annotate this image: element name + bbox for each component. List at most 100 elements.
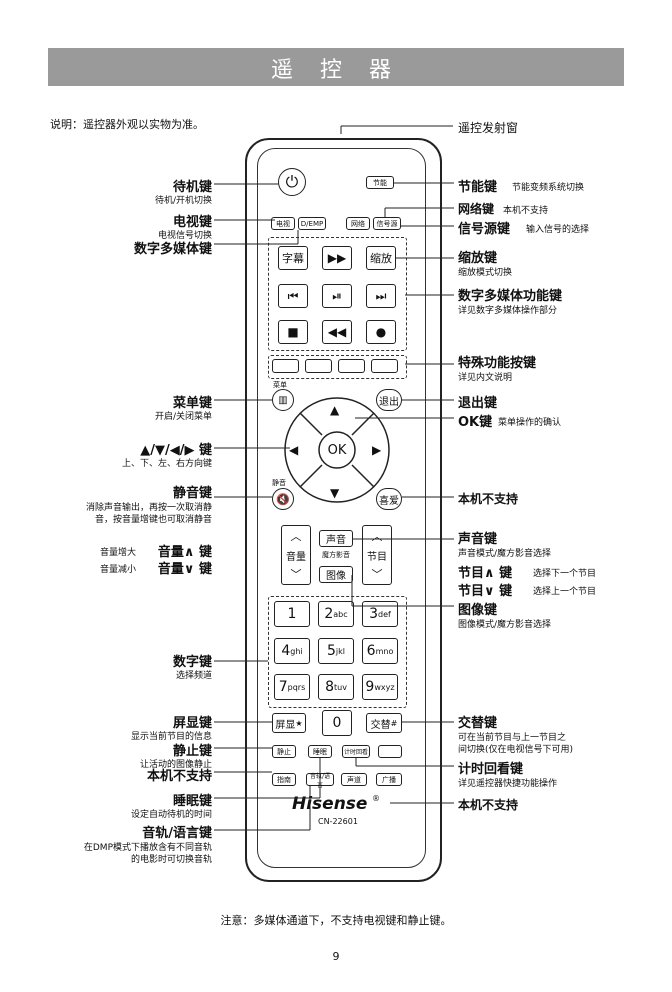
menu-label: 菜单	[273, 381, 287, 389]
registered-mark: ®	[372, 794, 380, 803]
digit-label: 8	[325, 679, 334, 695]
broadcast-button[interactable]: 广播	[376, 773, 402, 786]
volume-up-icon[interactable]: ︿	[290, 530, 302, 543]
mute-label: 静音	[272, 479, 286, 487]
digit-label: 7	[278, 679, 288, 695]
digit-letters: abc	[333, 609, 348, 619]
label-arrows: ▲/▼/◀/▶ 键	[140, 443, 212, 458]
display-button[interactable]: 屏显★	[272, 713, 306, 733]
special-keys-outline	[268, 355, 407, 379]
timer-button[interactable]: 计时回看	[342, 745, 370, 758]
swap-button[interactable]: 交替#	[366, 713, 402, 733]
record-icon[interactable]: ●	[366, 320, 396, 344]
digit-letters: mno	[375, 646, 394, 656]
exit-button[interactable]: 退出	[376, 389, 402, 411]
green-function-button[interactable]	[305, 359, 332, 373]
brand-logo: Hisense	[292, 794, 368, 814]
blank-button[interactable]	[378, 745, 402, 758]
label-zoom: 缩放键	[458, 251, 498, 266]
next-track-icon[interactable]: ⏭	[366, 284, 396, 308]
network-button[interactable]: 网络	[346, 217, 370, 230]
label-vol-down: 音量∨ 键	[157, 562, 212, 577]
ok-button[interactable]: OK	[327, 443, 347, 458]
label-network: 网络键	[458, 202, 495, 216]
label-zoom-desc: 缩放模式切换	[458, 268, 513, 278]
energy-button[interactable]: 节能	[366, 176, 394, 189]
label-emitter: 遥控发射窗	[458, 121, 519, 135]
label-sound-desc: 声音模式/魔方影音选择	[458, 549, 552, 559]
program-down-icon[interactable]: ﹀	[371, 568, 383, 581]
up-arrow-icon[interactable]: ▲	[330, 403, 340, 417]
label-prog-down-desc: 选择上一个节目	[533, 587, 597, 597]
play-pause-icon[interactable]: ⏯	[322, 284, 352, 308]
label-unsupported-2: 本机不支持	[146, 769, 212, 784]
fast-forward-icon[interactable]: ▶▶	[322, 246, 352, 270]
rewind-icon[interactable]: ◀◀	[322, 320, 352, 344]
digit-letters: def	[378, 609, 391, 619]
label-swap: 交替键	[458, 716, 498, 731]
label-audio-desc-2: 的电影时可切换音轨	[130, 855, 212, 865]
volume-rocker[interactable]: ︿ 音量 ﹀	[281, 525, 311, 585]
label-sleep-desc: 设定自动待机的时间	[130, 810, 212, 820]
title-banner	[48, 48, 624, 86]
prev-track-icon[interactable]: ⏮	[278, 284, 308, 308]
label-vol-up: 音量∧ 键	[157, 545, 212, 560]
menu-icon[interactable]: ▥	[272, 389, 294, 411]
volume-down-icon[interactable]: ﹀	[290, 568, 302, 581]
favorite-button[interactable]: 喜爱	[376, 488, 402, 510]
label-tv-desc: 电视信号切换	[157, 231, 212, 241]
sleep-button[interactable]: 睡眠	[308, 745, 332, 758]
label-freeze-desc: 让活动的图像静止	[139, 760, 212, 770]
yellow-function-button[interactable]	[338, 359, 365, 373]
subtitle-button[interactable]: 字幕	[278, 246, 308, 270]
zoom-button[interactable]: 缩放	[366, 246, 396, 270]
digit-1-button[interactable]: 1	[274, 601, 310, 627]
channel-button[interactable]: 声道	[341, 773, 367, 786]
program-rocker[interactable]: ︿ 节目 ﹀	[362, 525, 392, 585]
label-arrows-desc: 上、下、左、右方向键	[121, 459, 212, 469]
stop-icon[interactable]: ■	[278, 320, 308, 344]
digit-0-button[interactable]: 0	[322, 710, 352, 736]
source-button[interactable]: 信号源	[373, 217, 401, 230]
dmp-button[interactable]: D/EMP	[298, 217, 326, 230]
label-energy: 节能键	[458, 180, 498, 195]
label-unsupported-1: 本机不支持	[458, 492, 519, 506]
guide-button[interactable]: 指南	[272, 773, 296, 786]
tv-button[interactable]: 电视	[271, 217, 295, 230]
label-dmp: 数字多媒体键	[133, 242, 212, 257]
red-function-button[interactable]	[272, 359, 299, 373]
picture-button[interactable]: 图像	[319, 566, 353, 583]
freeze-button[interactable]: 静止	[272, 745, 296, 758]
blue-function-button[interactable]	[371, 359, 398, 373]
label-audio-desc-1: 在DMP模式下播放含有不同音轨	[83, 843, 212, 853]
label-energy-desc: 节能变频系统切换	[512, 183, 585, 193]
digit-label: 3	[369, 606, 379, 622]
power-icon[interactable]: ⏻	[278, 168, 306, 196]
label-picture: 图像键	[458, 603, 498, 618]
digit-letters: jkl	[335, 646, 345, 656]
label-swap-desc-2: 间切换(仅在电视信号下可用)	[458, 745, 574, 755]
left-arrow-icon[interactable]: ◀	[289, 443, 299, 457]
right-arrow-icon[interactable]: ▶	[372, 443, 382, 457]
label-digits: 数字键	[172, 655, 212, 670]
label-vol-up-desc: 音量增大	[99, 548, 136, 558]
star-icon: ★	[295, 718, 303, 728]
down-arrow-icon[interactable]: ▼	[330, 486, 340, 500]
program-up-icon[interactable]: ︿	[371, 530, 383, 543]
label-tv: 电视键	[172, 215, 212, 230]
label-menu: 菜单键	[172, 396, 212, 411]
label-mute-desc-2: 音，按音量增键也可取消静音	[94, 515, 212, 525]
magic-label: 魔方影音	[322, 551, 350, 559]
mute-icon[interactable]: 🔇	[272, 488, 294, 510]
label-ok-desc: 菜单操作的确认	[498, 418, 562, 428]
label-sleep: 睡眠键	[172, 794, 212, 809]
